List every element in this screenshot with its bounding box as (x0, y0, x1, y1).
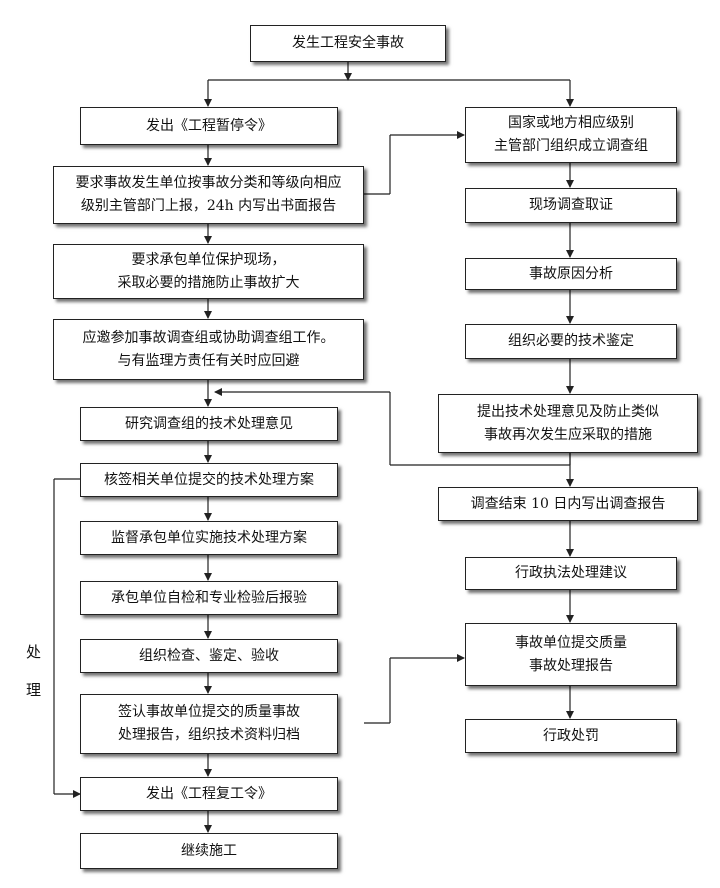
node-measures-line1: 提出技术处理意见及防止类似 (477, 403, 659, 420)
node-investigation-report-label: 调查结束 10 日内写出调查报告 (470, 495, 666, 512)
node-measures: 提出技术处理意见及防止类似 事故再次发生应采取的措施 (438, 394, 698, 453)
node-join-investigation-line2: 与有监理方责任有关时应回避 (117, 352, 300, 369)
node-evidence: 现场调查取证 (465, 188, 677, 223)
node-penalty: 行政处罚 (465, 719, 677, 753)
node-cause-analysis-label: 事故原因分析 (529, 265, 613, 282)
node-sign-report-line2: 处理报告，组织技术资料归档 (118, 727, 300, 743)
node-accident: 发生工程安全事故 (250, 25, 446, 62)
node-stop-order: 发出《工程暂停令》 (80, 107, 338, 145)
node-accident-label: 发生工程安全事故 (292, 35, 404, 51)
node-stop-order-label: 发出《工程暂停令》 (146, 117, 272, 134)
node-admin-advice: 行政执法处理建议 (465, 557, 677, 590)
node-quality-report-line1: 事故单位提交质量 (515, 634, 627, 651)
node-report: 要求事故发生单位按事故分类和等级向相应 级别主管部门上报，24h 内写出书面报告 (53, 166, 364, 224)
node-countersign-plan: 核签相关单位提交的技术处理方案 (80, 463, 338, 497)
node-supervise: 监督承包单位实施技术处理方案 (80, 521, 338, 555)
node-inspect-label: 组织检查、鉴定、验收 (139, 647, 279, 664)
node-admin-advice-label: 行政执法处理建议 (515, 565, 627, 581)
node-continue: 继续施工 (80, 833, 338, 869)
node-appraisal: 组织必要的技术鉴定 (465, 324, 677, 359)
node-inspect: 组织检查、鉴定、验收 (80, 639, 338, 673)
node-measures-line2: 事故再次发生应采取的措施 (484, 426, 652, 443)
node-sign-report-line1: 签认事故单位提交的质量事故 (118, 704, 300, 720)
node-join-investigation: 应邀参加事故调查组或协助调查组工作。 与有监理方责任有关时应回避 (53, 319, 364, 380)
node-investigation-report: 调查结束 10 日内写出调查报告 (438, 487, 698, 521)
node-investigation-group-line2: 主管部门组织成立调查组 (494, 138, 648, 154)
side-label-chu: 处 (26, 643, 42, 661)
node-resume-order-label: 发出《工程复工令》 (146, 785, 272, 802)
node-evidence-label: 现场调查取证 (529, 197, 613, 213)
node-penalty-label: 行政处罚 (543, 727, 599, 744)
node-quality-report-line2: 事故处理报告 (529, 657, 613, 674)
node-selfcheck-label: 承包单位自检和专业检验后报验 (111, 589, 307, 606)
side-label-li: 理 (26, 681, 42, 699)
node-investigation-group: 国家或地方相应级别 主管部门组织成立调查组 (465, 107, 677, 163)
node-sign-report: 签认事故单位提交的质量事故 处理报告，组织技术资料归档 (80, 694, 338, 754)
node-join-investigation-line1: 应邀参加事故调查组或协助调查组工作。 (82, 329, 335, 346)
node-resume-order: 发出《工程复工令》 (80, 777, 338, 811)
node-cause-analysis: 事故原因分析 (465, 258, 677, 290)
node-investigation-group-line1: 国家或地方相应级别 (508, 115, 634, 131)
node-supervise-label: 监督承包单位实施技术处理方案 (111, 529, 307, 546)
node-study-opinion: 研究调查组的技术处理意见 (80, 407, 338, 441)
node-protect: 要求承包单位保护现场， 采取必要的措施防止事故扩大 (53, 244, 364, 299)
node-countersign-plan-label: 核签相关单位提交的技术处理方案 (104, 471, 314, 488)
node-appraisal-label: 组织必要的技术鉴定 (508, 333, 634, 349)
node-report-line1: 要求事故发生单位按事故分类和等级向相应 (75, 175, 342, 191)
node-study-opinion-label: 研究调查组的技术处理意见 (125, 415, 293, 432)
node-quality-report: 事故单位提交质量 事故处理报告 (465, 623, 677, 686)
node-selfcheck: 承包单位自检和专业检验后报验 (80, 581, 338, 615)
node-continue-label: 继续施工 (181, 842, 237, 859)
node-protect-line2: 采取必要的措施防止事故扩大 (117, 274, 300, 291)
node-report-line2: 级别主管部门上报，24h 内写出书面报告 (80, 198, 337, 214)
node-protect-line1: 要求承包单位保护现场， (131, 251, 286, 268)
